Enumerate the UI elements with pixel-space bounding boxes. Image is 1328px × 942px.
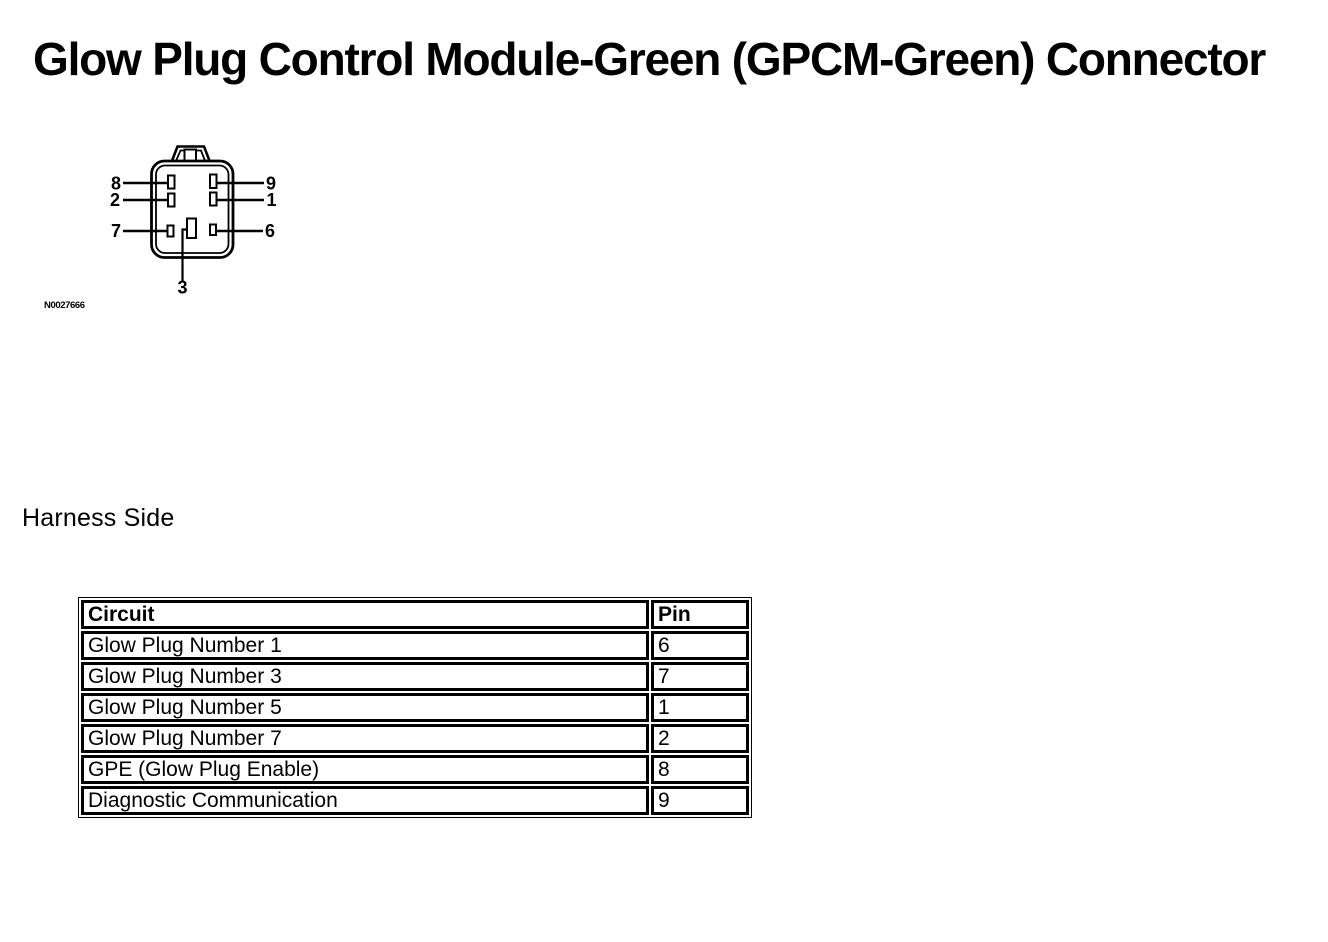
circuit-cell: Diagnostic Communication <box>81 786 649 815</box>
cavity-6 <box>209 223 217 236</box>
table-row: Glow Plug Number 1 6 <box>81 631 749 660</box>
circuit-cell: Glow Plug Number 5 <box>81 693 649 722</box>
connector-pinout-diagram: 8 2 7 9 1 6 3 <box>110 145 277 298</box>
pin-cell: 8 <box>651 755 749 784</box>
circuit-cell: Glow Plug Number 1 <box>81 631 649 660</box>
connector-body <box>150 159 235 259</box>
pin-label-3: 3 <box>177 278 187 298</box>
table-header-row: Circuit Pin <box>81 600 749 629</box>
pin-label-8: 8 <box>111 174 121 194</box>
table-row: Diagnostic Communication 9 <box>81 786 749 815</box>
table-row: Glow Plug Number 7 2 <box>81 724 749 753</box>
table-row: Glow Plug Number 5 1 <box>81 693 749 722</box>
pin-cell: 9 <box>651 786 749 815</box>
pin-label-7: 7 <box>111 221 121 241</box>
page-title: Glow Plug Control Module-Green (GPCM-Gre… <box>33 32 1266 85</box>
column-header-pin: Pin <box>651 600 749 629</box>
pin-label-2: 2 <box>110 190 120 210</box>
pin-label-1: 1 <box>266 190 276 210</box>
table-row: Glow Plug Number 3 7 <box>81 662 749 691</box>
harness-side-label: Harness Side <box>22 504 175 532</box>
circuit-cell: GPE (Glow Plug Enable) <box>81 755 649 784</box>
pin-label-9: 9 <box>266 174 276 194</box>
pin-label-6: 6 <box>265 221 275 241</box>
cavity-7 <box>166 224 175 238</box>
figure-id: N0027666 <box>44 300 85 311</box>
column-header-circuit: Circuit <box>81 600 649 629</box>
cavity-1 <box>209 191 218 207</box>
circuit-cell: Glow Plug Number 7 <box>81 724 649 753</box>
pin-cell: 7 <box>651 662 749 691</box>
cavity-3 <box>186 217 197 239</box>
pin-cell: 6 <box>651 631 749 660</box>
pin-cell: 1 <box>651 693 749 722</box>
pinout-table: Circuit Pin Glow Plug Number 1 6 Glow Pl… <box>78 597 752 818</box>
pin-cavities <box>166 173 218 239</box>
circuit-cell: Glow Plug Number 3 <box>81 662 649 691</box>
cavity-8 <box>167 174 176 190</box>
pin-leader-lines <box>123 181 264 282</box>
cavity-9 <box>209 173 218 189</box>
table-row: GPE (Glow Plug Enable) 8 <box>81 755 749 784</box>
pin-cell: 2 <box>651 724 749 753</box>
cavity-2 <box>167 192 176 208</box>
